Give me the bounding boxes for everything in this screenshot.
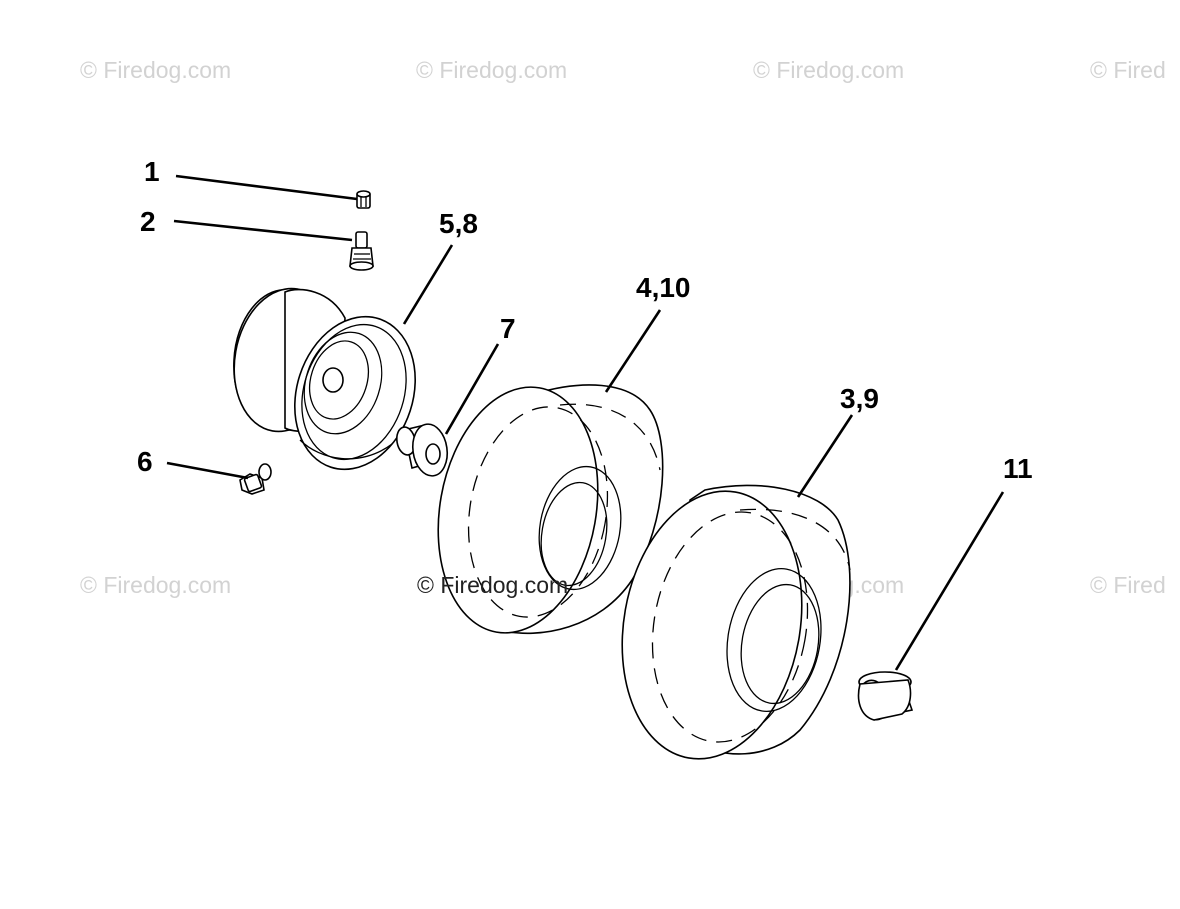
- leader-line-7: [444, 343, 500, 435]
- leader-line-5-8: [402, 244, 454, 325]
- callout-5-8: 5,8: [439, 208, 478, 239]
- callout-11: 11: [1003, 453, 1033, 484]
- leader-line-6: [166, 461, 249, 480]
- callout-7: 7: [500, 313, 516, 344]
- leader-line-3-9: [796, 414, 854, 498]
- callout-2: 2: [140, 206, 156, 237]
- leader-line-11: [894, 491, 1005, 671]
- callout-6: 6: [137, 446, 153, 477]
- part-tire-large: [621, 484, 851, 760]
- part-grease-fitting: [239, 463, 272, 495]
- part-tire-small: [437, 384, 664, 635]
- leader-line-1: [175, 174, 358, 201]
- callout-1: 1: [144, 156, 160, 187]
- callout-3-9: 3,9: [840, 383, 879, 414]
- watermark: © Firedog.com: [753, 57, 904, 83]
- watermark: © Fired: [1090, 57, 1166, 83]
- watermark-center: © Firedog.com: [417, 572, 568, 598]
- part-hub-cap: [857, 671, 914, 721]
- watermark: © Fired: [1090, 572, 1166, 598]
- part-valve-stem: [349, 231, 374, 271]
- watermark: © Firedog.com: [80, 57, 231, 83]
- watermark: © Firedog.com: [80, 572, 231, 598]
- leader-lines: [166, 174, 1005, 671]
- leader-line-2: [173, 219, 353, 242]
- watermark: © Firedog.com: [416, 57, 567, 83]
- leader-line-4-10: [604, 309, 662, 393]
- callout-4-10: 4,10: [636, 272, 691, 303]
- part-bushing: [396, 423, 449, 477]
- part-valve-cap: [356, 190, 371, 209]
- part-wheel-rim: [233, 287, 416, 471]
- callout-labels: 1 2 5,8 4,10 7 3,9 6 11: [137, 156, 1033, 484]
